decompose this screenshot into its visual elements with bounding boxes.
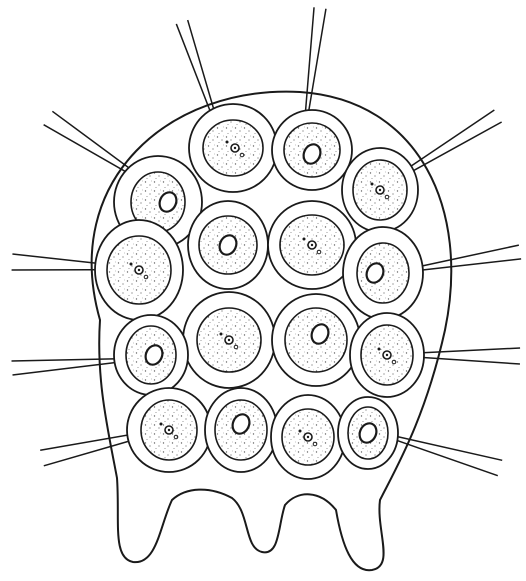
granule (160, 423, 163, 426)
cell-12 (114, 315, 188, 395)
granule (220, 333, 223, 336)
cell-16 (338, 397, 398, 469)
flagellum-8a (12, 361, 125, 375)
granule (303, 238, 306, 241)
cell-8 (95, 220, 183, 320)
nucleolus (311, 244, 313, 246)
cell-9 (183, 292, 275, 388)
cell-3 (342, 148, 418, 232)
cell-10 (272, 294, 360, 386)
nucleolus (379, 189, 381, 191)
flagellum-10b (392, 439, 498, 476)
nucleolus (234, 147, 236, 149)
granule (130, 263, 133, 266)
nucleolus (228, 339, 230, 341)
flagellum-8b (12, 359, 125, 361)
nucleolus (168, 429, 170, 431)
nucleolus (307, 436, 309, 438)
cells-group (95, 104, 424, 479)
nucleolus (386, 354, 388, 356)
flagellum-10a (392, 435, 502, 460)
cell-7 (343, 227, 423, 319)
cell-2 (272, 110, 352, 190)
cell-1 (189, 104, 277, 192)
flagellum-4b (52, 111, 141, 176)
nucleolus (138, 269, 140, 271)
cell-15 (271, 395, 345, 479)
granule (371, 183, 374, 186)
cell-5 (188, 201, 268, 289)
flagellum-7a (410, 348, 520, 353)
granule (299, 430, 302, 433)
granule (378, 348, 381, 351)
cell-11 (350, 313, 424, 397)
granule (226, 141, 229, 144)
cell-13 (127, 388, 211, 472)
flagellum-7b (410, 357, 520, 364)
cell-14 (205, 388, 277, 472)
